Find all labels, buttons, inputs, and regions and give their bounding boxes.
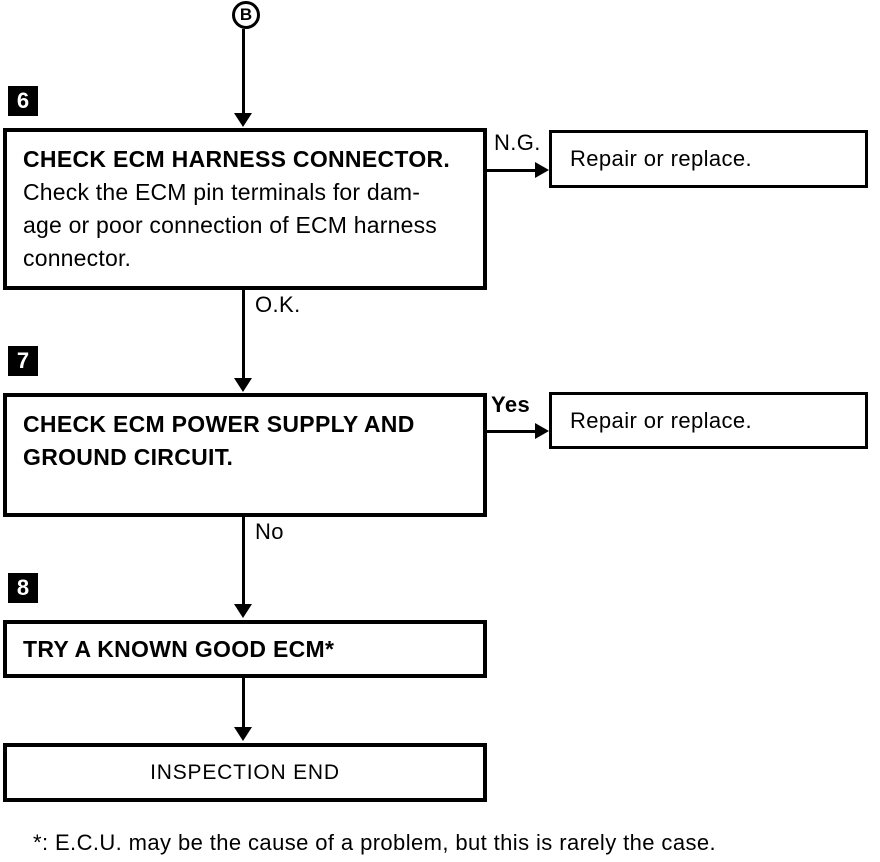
step-7-pass-label: No: [255, 519, 284, 544]
step-8-badge: 8: [8, 573, 38, 603]
step-8-process-box: TRY A KNOWN GOOD ECM*: [3, 620, 487, 678]
inspection-end-box: INSPECTION END: [3, 743, 487, 802]
step-6-pass-label: O.K.: [255, 292, 301, 317]
step-6-number: 6: [16, 88, 30, 113]
step-7-title-line2: GROUND CIRCUIT.: [23, 444, 234, 470]
step-7-process-box: CHECK ECM POWER SUPPLY AND GROUND CIRCUI…: [3, 393, 487, 517]
repair-or-replace-box-1: Repair or replace.: [549, 130, 868, 188]
step-6-body-line2: age or poor connection of ECM harness: [23, 212, 437, 238]
end-arrow-line: [242, 678, 245, 727]
ng-arrow-line: [487, 169, 536, 172]
entry-arrow-down-icon: [234, 113, 252, 127]
step-6-body-line3: connector.: [23, 245, 132, 271]
entry-arrow-line: [242, 29, 245, 114]
step-7-number: 7: [16, 348, 30, 373]
step-6-body-line1: Check the ECM pin terminals for dam-: [23, 179, 421, 205]
step-7-badge: 7: [8, 346, 38, 376]
repair-or-replace-box-2: Repair or replace.: [549, 392, 868, 449]
ok-arrow-down-icon: [234, 378, 252, 392]
ng-arrow-right-icon: [535, 162, 549, 178]
step-6-process-box: CHECK ECM HARNESS CONNECTOR. Check the E…: [3, 128, 487, 290]
no-arrow-down-icon: [234, 604, 252, 618]
step-6-badge: 6: [8, 86, 38, 116]
ok-arrow-line: [242, 290, 245, 378]
yes-arrow-line: [487, 430, 536, 433]
connector-b-circle: B: [232, 1, 260, 29]
repair-or-replace-text-1: Repair or replace.: [570, 146, 753, 171]
end-arrow-down-icon: [234, 727, 252, 741]
no-arrow-line: [242, 517, 245, 604]
step-6-title: CHECK ECM HARNESS CONNECTOR.: [23, 146, 451, 172]
step-8-title: TRY A KNOWN GOOD ECM*: [23, 635, 335, 662]
connector-b-label: B: [239, 5, 253, 24]
step-7-branch-label: Yes: [491, 392, 531, 417]
repair-or-replace-text-2: Repair or replace.: [570, 407, 753, 433]
yes-arrow-right-icon: [535, 423, 549, 439]
footnote: *: E.C.U. may be the cause of a problem,…: [33, 830, 717, 855]
inspection-end-text: INSPECTION END: [150, 760, 340, 784]
step-6-branch-label: N.G.: [494, 130, 541, 155]
step-8-number: 8: [16, 575, 30, 600]
step-7-title-line1: CHECK ECM POWER SUPPLY AND: [23, 411, 415, 437]
